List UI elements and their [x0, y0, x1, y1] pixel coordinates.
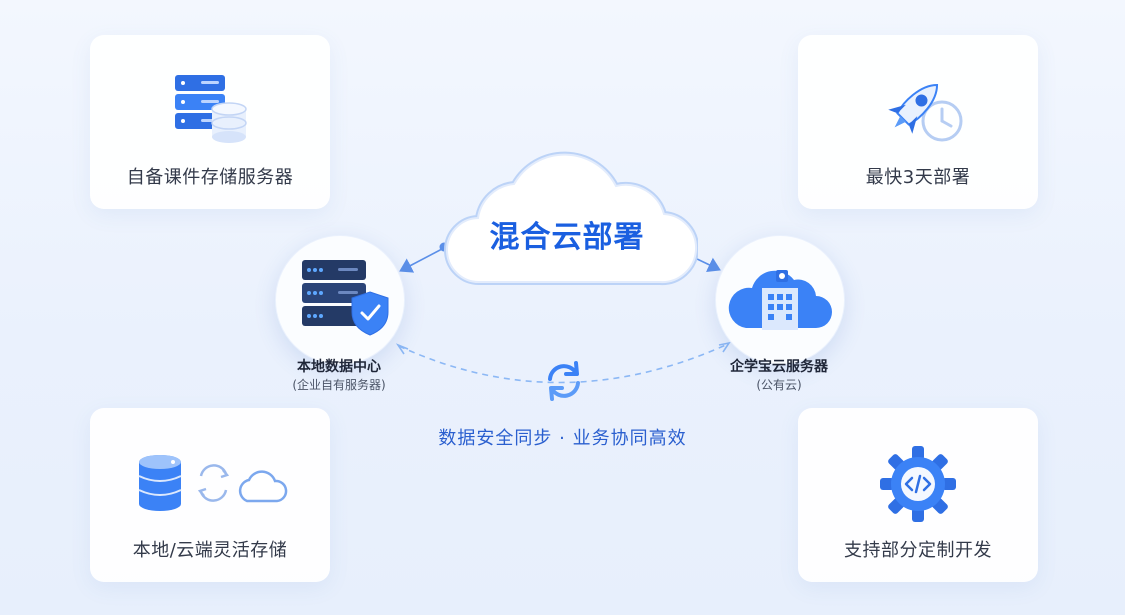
gear-code-icon: [798, 444, 1038, 524]
feature-label: 本地/云端灵活存储: [132, 540, 288, 561]
sync-label: 数据安全同步 · 业务协同高效: [438, 428, 687, 449]
local-datacenter-node: [275, 235, 405, 365]
feature-label: 支持部分定制开发: [844, 540, 992, 561]
rocket-clock-icon: [798, 71, 1038, 151]
feature-card-flexible-storage: 本地/云端灵活存储: [90, 408, 330, 582]
center-title: 混合云部署: [489, 220, 645, 255]
cloud-node-title: 企学宝云服务器: [730, 359, 828, 375]
server-shield-icon: [302, 260, 389, 336]
cloud-server-node: [715, 235, 845, 365]
local-node-subtitle: (企业自有服务器): [292, 378, 386, 392]
feature-card-courseware-storage: 自备课件存储服务器: [90, 35, 330, 209]
cloud-node-subtitle: (公有云): [756, 378, 802, 392]
database-sync-cloud-icon: [90, 444, 330, 524]
sync-arrows-icon: [548, 361, 580, 401]
local-node-title: 本地数据中心: [297, 359, 381, 375]
feature-label: 自备课件存储服务器: [126, 167, 294, 188]
cloud-building-icon: [728, 270, 832, 330]
server-database-icon: [90, 71, 330, 151]
sync-dashed-path: [398, 343, 729, 384]
hybrid-cloud-icon: [444, 151, 698, 286]
feature-card-fast-deploy: 最快3天部署: [798, 35, 1038, 209]
feature-label: 最快3天部署: [865, 167, 971, 188]
feature-card-custom-dev: 支持部分定制开发: [798, 408, 1038, 582]
